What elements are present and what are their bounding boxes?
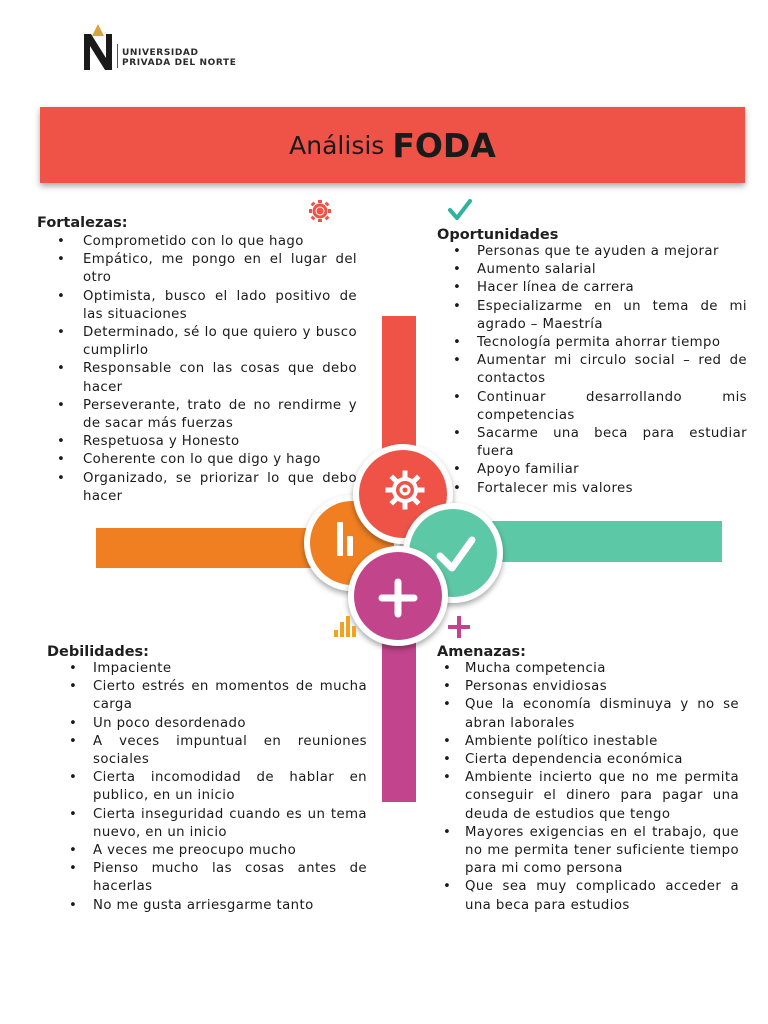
logo-n-icon — [84, 24, 112, 70]
small-checkmark-icon — [448, 199, 472, 220]
list-item: Responsable con las cosas que debo hacer — [57, 360, 357, 396]
oportunidades-section: Oportunidades Personas que te ayuden a m… — [437, 227, 747, 498]
debilidades-list: Impaciente Cierto estrés en momentos de … — [69, 660, 367, 915]
fortalezas-title: Fortalezas: — [37, 215, 128, 231]
bar-chart-icon — [337, 522, 353, 556]
list-item: Pienso mucho las cosas antes de hacerlas — [69, 860, 367, 896]
small-gear-icon — [309, 200, 331, 222]
list-item: Cierta dependencia económica — [443, 751, 739, 769]
fortalezas-list: Comprometido con lo que hago Empático, m… — [57, 233, 357, 506]
list-item: Personas que te ayuden a mejorar — [453, 243, 747, 261]
list-item: A veces me preocupo mucho — [69, 842, 367, 860]
title-bold: FODA — [392, 125, 496, 165]
list-item: Mayores exigencias en el trabajo, que no… — [443, 824, 739, 879]
list-item: Un poco desordenado — [69, 715, 367, 733]
list-item: Impaciente — [69, 660, 367, 678]
list-item: Aumentar mi circulo social – red de cont… — [453, 352, 747, 388]
list-item: Que sea muy complicado acceder a una bec… — [443, 878, 739, 914]
logo-text: UNIVERSIDAD PRIVADA DEL NORTE — [122, 48, 236, 68]
list-item: Respetuosa y Honesto — [57, 433, 357, 451]
list-item: Cierta inseguridad cuando es un tema nue… — [69, 806, 367, 842]
amenazas-title: Amenazas: — [437, 644, 526, 660]
list-item: Apoyo familiar — [453, 461, 747, 479]
list-item: Fortalecer mis valores — [453, 480, 747, 498]
list-item: Mucha competencia — [443, 660, 739, 678]
list-item: Coherente con lo que digo y hago — [57, 451, 357, 469]
list-item: Optimista, busco el lado positivo de las… — [57, 288, 357, 324]
list-item: Continuar desarrollando mis competencias — [453, 389, 747, 425]
logo-line-2: PRIVADA DEL NORTE — [122, 58, 237, 68]
gear-icon — [385, 470, 425, 510]
small-bar-chart-icon — [334, 616, 356, 637]
university-logo — [82, 22, 252, 72]
list-item: Organizado, se priorizar lo que debo hac… — [57, 470, 357, 506]
list-item: No me gusta arriesgarme tanto — [69, 897, 367, 915]
list-item: Aumento salarial — [453, 261, 747, 279]
list-item: Especializarme en un tema de mi agrado –… — [453, 298, 747, 334]
checkmark-icon — [436, 536, 476, 572]
list-item: A veces impuntual en reuniones sociales — [69, 733, 367, 769]
list-item: Ambiente político inestable — [443, 733, 739, 751]
list-item: Ambiente incierto que no me permita cons… — [443, 769, 739, 824]
plus-icon — [378, 578, 418, 618]
logo-divider — [117, 44, 118, 68]
list-item: Sacarme una beca para estudiar fuera — [453, 425, 747, 461]
list-item: Cierto estrés en momentos de mucha carga — [69, 678, 367, 714]
list-item: Tecnología permita ahorrar tiempo — [453, 334, 747, 352]
oportunidades-list: Personas que te ayuden a mejorar Aumento… — [453, 243, 747, 498]
list-item: Empático, me pongo en el lugar del otro — [57, 251, 357, 287]
amenazas-list: Mucha competencia Personas envidiosas Qu… — [443, 660, 739, 915]
list-item: Determinado, sé lo que quiero y busco cu… — [57, 324, 357, 360]
title-light: Análisis — [289, 130, 385, 160]
list-item: Que la economía disminuya y no se abran … — [443, 696, 739, 732]
list-item: Cierta incomodidad de hablar en publico,… — [69, 769, 367, 805]
list-item: Comprometido con lo que hago — [57, 233, 357, 251]
fortalezas-section: Fortalezas: Comprometido con lo que hago… — [37, 215, 357, 506]
debilidades-title: Debilidades: — [47, 644, 149, 660]
teal-bar — [470, 521, 722, 562]
logo-line-1: UNIVERSIDAD — [122, 48, 199, 58]
title-banner — [40, 107, 745, 183]
debilidades-section: Debilidades: Impaciente Cierto estrés en… — [47, 644, 367, 915]
list-item: Hacer línea de carrera — [453, 279, 747, 297]
small-plus-icon — [448, 616, 470, 638]
page-title: Análisis FODA — [40, 107, 745, 183]
amenazas-section: Amenazas: Mucha competencia Personas env… — [437, 644, 739, 915]
orange-bar — [96, 528, 336, 568]
oportunidades-title: Oportunidades — [437, 227, 559, 243]
list-item: Personas envidiosas — [443, 678, 739, 696]
list-item: Perseverante, trato de no rendirme y de … — [57, 397, 357, 433]
